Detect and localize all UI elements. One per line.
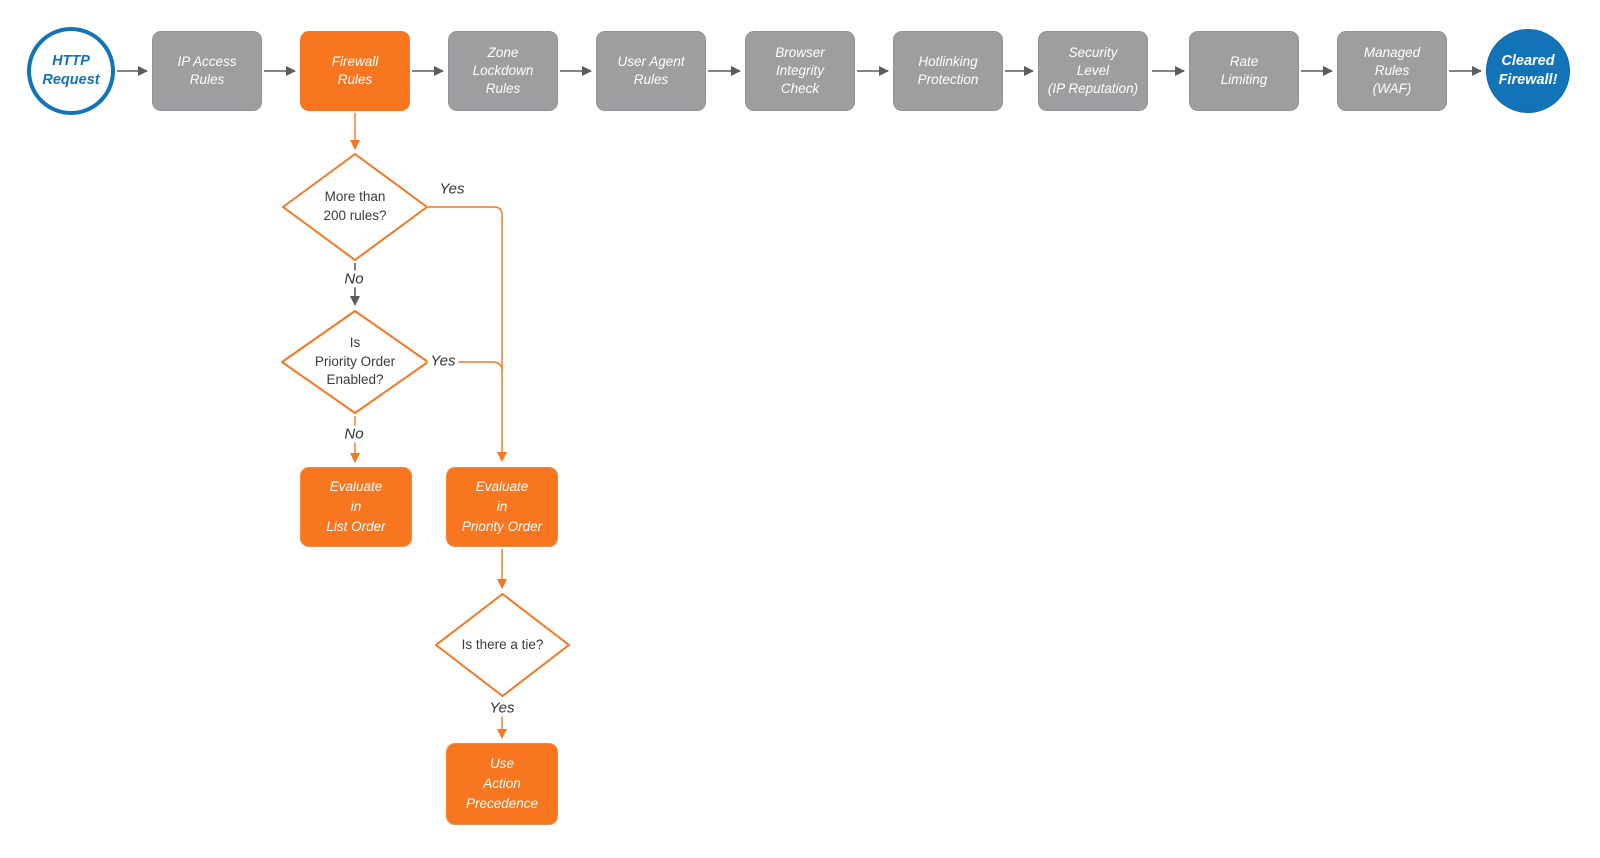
diamond-shape xyxy=(281,310,429,414)
decision-label: More than 200 rules? xyxy=(323,189,387,223)
stage-security-level: Security Level (IP Reputation) xyxy=(1038,31,1148,111)
start-node-http-request: HTTP Request xyxy=(27,27,115,115)
stage-ip-access-rules: IP Access Rules xyxy=(152,31,262,111)
diamond-shape xyxy=(435,593,570,697)
decision-priority-order-enabled: Is Priority Order Enabled? xyxy=(281,310,429,414)
process-evaluate-in-list-order: Evaluate in List Order xyxy=(300,467,412,547)
process-use-action-precedence: Use Action Precedence xyxy=(446,743,558,825)
edge-label-no-priority-order: No xyxy=(341,425,367,443)
end-node-cleared-firewall: Cleared Firewall! xyxy=(1486,29,1570,113)
edge-label-yes-priority-order: Yes xyxy=(427,352,459,370)
stage-managed-rules-waf: Managed Rules (WAF) xyxy=(1337,31,1447,111)
stage-firewall-rules: Firewall Rules xyxy=(300,31,410,111)
decision-label: Is Priority Order Enabled? xyxy=(314,334,396,388)
stage-rate-limiting: Rate Limiting xyxy=(1189,31,1299,111)
decision-is-there-a-tie: Is there a tie? xyxy=(435,593,570,697)
decision-label: Is there a tie? xyxy=(461,636,544,652)
stage-zone-lockdown-rules: Zone Lockdown Rules xyxy=(448,31,558,111)
process-evaluate-in-priority-order: Evaluate in Priority Order xyxy=(446,467,558,547)
decision-more-than-200-rules: More than 200 rules? xyxy=(282,153,428,261)
edge-label-yes-rule-count: Yes xyxy=(436,180,468,198)
diamond-shape xyxy=(282,153,428,261)
stage-browser-integrity-check: Browser Integrity Check xyxy=(745,31,855,111)
stage-hotlinking-protection: Hotlinking Protection xyxy=(893,31,1003,111)
edge-label-yes-tie: Yes xyxy=(486,699,518,717)
edge-label-no-rule-count: No xyxy=(341,270,367,288)
stage-user-agent-rules: User Agent Rules xyxy=(596,31,706,111)
